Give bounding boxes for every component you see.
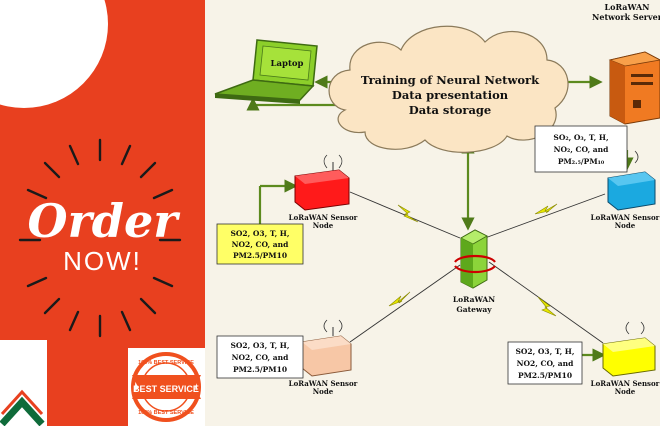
sensor-node-1[interactable]: LoRaWAN Sensor Node SO2, O3, T, H, NO2, …	[216, 154, 358, 265]
cloud-line-2: Data presentation	[392, 88, 509, 102]
server-label-2: Network Server	[592, 12, 660, 22]
laptop-label: Laptop	[271, 59, 304, 69]
node-label-1: LoRaWAN Sensor	[591, 379, 660, 388]
badge-main-text: BEST SERVICE	[133, 384, 199, 394]
best-service-badge: 100% BEST SERVICE BEST SERVICE 100% BEST…	[128, 348, 205, 426]
antenna-icon	[323, 154, 343, 169]
lorawan-gateway[interactable]: LoRaWAN Gateway	[453, 229, 496, 314]
node-param-line: PM2.5/PM10	[233, 251, 287, 260]
node-param-line: NO2, CO, and	[517, 359, 574, 368]
node-param-line: SO2, O3, T, H,	[230, 341, 289, 350]
order-title: Order	[27, 194, 178, 248]
chevron-up-icon	[0, 389, 45, 426]
server-button	[633, 100, 641, 108]
node-param-line: SO2, O3, T, H,	[515, 347, 574, 356]
network-server[interactable]: LoRaWAN Network Server	[592, 2, 660, 125]
node-param-line: NO₂, CO, and	[554, 145, 609, 154]
sensor-node-2[interactable]: LoRaWAN Sensor Node SO₂, O₃, T, H, NO₂, …	[534, 125, 660, 230]
now-title: NOW!	[63, 246, 142, 276]
bottom-corner-panel	[0, 340, 47, 426]
node-label-1: LoRaWAN Sensor	[289, 213, 358, 222]
laptop-icon[interactable]: Laptop	[214, 39, 318, 104]
node-label-1: LoRaWAN Sensor	[289, 379, 358, 388]
order-now-banner[interactable]: Order NOW! 100% BEST SERVICE BEST SERVIC…	[0, 0, 205, 426]
node-label-2: Node	[313, 387, 334, 396]
server-drive-slot	[631, 74, 653, 77]
cloud-shape: Training of Neural Network Data presenta…	[328, 25, 569, 153]
badge-bottom-text: 100% BEST SERVICE	[138, 410, 194, 416]
node-param-line: NO2, CO, and	[232, 353, 289, 362]
gateway-label-1: LoRaWAN	[453, 295, 495, 304]
antenna-icon	[625, 321, 645, 335]
antenna-icon	[323, 319, 343, 333]
sensor-node-4[interactable]: LoRaWAN Sensor Node SO2, O3, T, H, NO2, …	[507, 321, 660, 396]
server-label-1: LoRaWAN	[605, 2, 650, 12]
node-label-2: Node	[615, 387, 636, 396]
server-drive-slot	[631, 82, 653, 85]
node-param-line: PM2.5/PM10	[233, 365, 287, 374]
node-param-line: SO2, O3, T, H,	[230, 229, 289, 238]
cloud-line-1: Training of Neural Network	[361, 73, 540, 87]
node-label-2: Node	[313, 221, 334, 230]
node-label-2: Node	[615, 221, 636, 230]
node-parameters-box	[216, 223, 304, 265]
node-label-1: LoRaWAN Sensor	[591, 213, 660, 222]
node-param-line: PM₂.₅/PM₁₀	[558, 157, 605, 166]
sunburst-rays	[18, 138, 182, 338]
node-parameters-box	[534, 125, 628, 173]
cloud-line-3: Data storage	[409, 103, 492, 117]
lightning-icons	[388, 203, 558, 317]
gateway-label-2: Gateway	[456, 305, 492, 314]
node-parameters-box	[507, 341, 583, 385]
node-parameters-box	[216, 335, 304, 379]
lorawan-network-diagram: Training of Neural Network Data presenta…	[205, 0, 660, 426]
sensor-node-3[interactable]: LoRaWAN Sensor Node SO2, O3, T, H, NO2, …	[216, 319, 358, 396]
node-param-line: PM2.5/PM10	[518, 371, 572, 380]
node-param-line: SO₂, O₃, T, H,	[553, 133, 608, 142]
wireless-links	[349, 191, 606, 344]
badge-top-text: 100% BEST SERVICE	[138, 360, 194, 366]
network-links	[246, 75, 634, 362]
node-param-line: NO2, CO, and	[232, 240, 289, 249]
